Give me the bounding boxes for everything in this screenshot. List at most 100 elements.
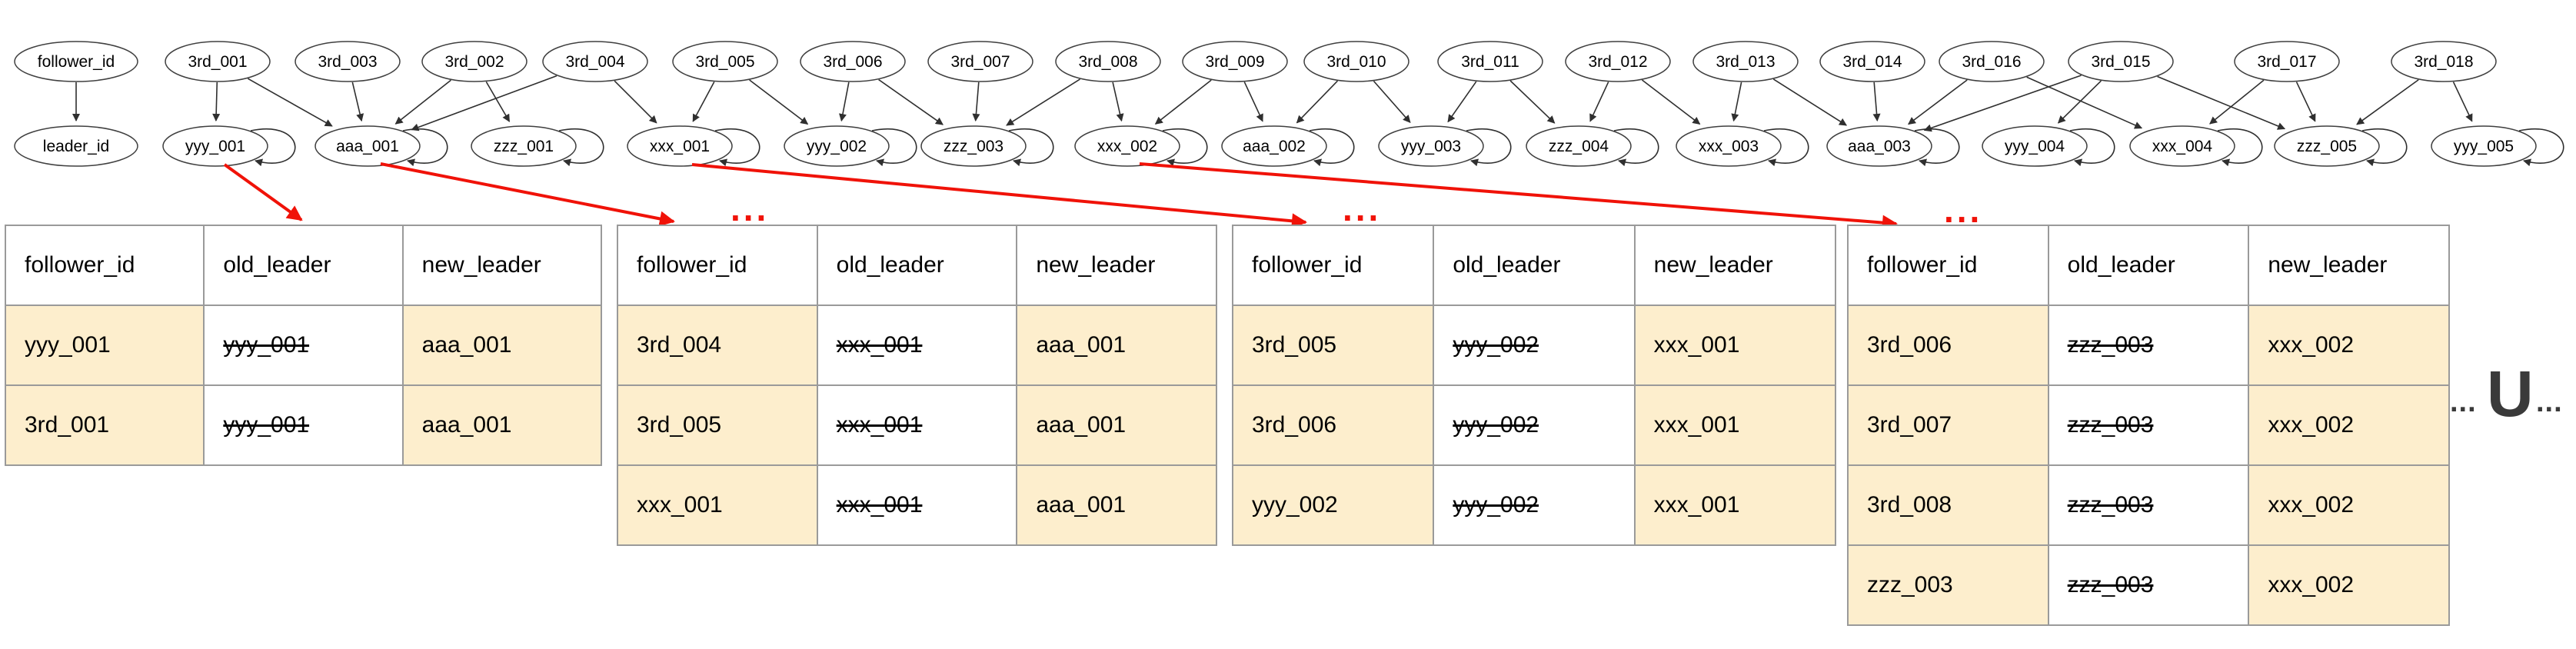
edge-3rd_014-to-aaa_003	[1872, 82, 1881, 122]
graph-node-yyy_002: yyy_002	[784, 125, 890, 167]
graph-node-xxx_001: xxx_001	[627, 125, 733, 167]
red-arrow-xxx_001-to-table-3	[691, 163, 1307, 229]
self-loop-yyy_002	[871, 128, 917, 167]
node-label: 3rd_008	[1078, 53, 1137, 71]
cell-old-leader: zzz_003	[2047, 384, 2250, 466]
self-loop-yyy_004	[2069, 128, 2115, 167]
node-label: follower_id	[38, 53, 115, 71]
graph-node-zzz_003: zzz_003	[920, 125, 1027, 167]
red-ellipsis-mark: ...	[731, 188, 770, 228]
col-header-new_leader: new_leader	[401, 225, 603, 306]
graph-node-yyy_003: yyy_003	[1378, 125, 1484, 167]
node-label: yyy_003	[1401, 138, 1461, 155]
node-label: xxx_003	[1699, 138, 1759, 155]
graph-node-yyy_001: yyy_001	[162, 125, 268, 167]
graph-node-xxx_004: xxx_004	[2129, 125, 2235, 167]
edge-3rd_010-to-yyy_003	[1373, 80, 1411, 123]
edge-3rd_010-to-aaa_002	[1296, 80, 1339, 124]
self-loop-zzz_004	[1613, 128, 1659, 167]
edge-3rd_001-to-aaa_001	[247, 78, 333, 127]
edge-3rd_018-to-yyy_005	[2452, 82, 2473, 122]
cell-new-leader: xxx_001	[1633, 384, 1837, 466]
graph-node-aaa_001: aaa_001	[315, 125, 421, 167]
cell-new-leader: xxx_002	[2248, 544, 2450, 626]
cell-new-leader: xxx_002	[2248, 464, 2450, 546]
table-row: 3rd_006 yyy_002 xxx_001	[1231, 384, 1837, 466]
red-arrow-aaa_001-to-table-2	[380, 162, 675, 227]
graph-node-3rd_008: 3rd_008	[1055, 41, 1161, 82]
red-ellipsis-mark: ...	[1944, 190, 1983, 230]
node-label: yyy_001	[185, 138, 245, 155]
struck-old-leader-value: xxx_001	[836, 412, 923, 438]
graph-node-3rd_007: 3rd_007	[927, 41, 1033, 82]
self-loop-aaa_001	[402, 128, 448, 167]
edge-3rd_005-to-xxx_001	[692, 82, 715, 122]
red-arrow-xxx_002-to-table-4	[1139, 162, 1898, 231]
node-label: yyy_004	[2005, 138, 2065, 155]
node-label: 3rd_018	[2414, 53, 2473, 71]
self-loop-yyy_005	[2518, 128, 2564, 167]
edge-3rd_004-to-xxx_001	[614, 80, 657, 124]
graph-node-3rd_012: 3rd_012	[1565, 41, 1671, 82]
cell-follower-id: yyy_002	[1231, 464, 1435, 546]
cell-old-leader: xxx_001	[816, 305, 1018, 386]
self-loop-xxx_003	[1763, 128, 1809, 167]
edge-3rd_013-to-xxx_003	[1731, 82, 1742, 122]
cell-old-leader: yyy_002	[1433, 384, 1636, 466]
node-label: zzz_001	[494, 138, 554, 155]
node-label: zzz_003	[944, 138, 1003, 155]
cell-follower-id: 3rd_006	[1847, 305, 2049, 386]
cell-follower-id: 3rd_006	[1231, 384, 1435, 466]
cell-new-leader: xxx_001	[1633, 464, 1837, 546]
node-label: 3rd_009	[1205, 53, 1264, 71]
edge-3rd_016-to-aaa_003	[1908, 79, 1968, 125]
red-arrow-yyy_001-to-table-1	[223, 163, 303, 221]
node-label: aaa_003	[1848, 138, 1911, 155]
graph-node-yyy_004: yyy_004	[1982, 125, 2088, 167]
self-loop-zzz_005	[2361, 128, 2408, 167]
node-label: zzz_005	[2297, 138, 2357, 155]
struck-old-leader-value: zzz_003	[2067, 572, 2154, 597]
cell-new-leader: aaa_001	[401, 384, 603, 466]
edge-3rd_018-to-zzz_005	[2356, 79, 2419, 125]
col-header-follower_id: follower_id	[617, 225, 818, 306]
graph-node-3rd_017: 3rd_017	[2234, 41, 2340, 82]
struck-old-leader-value: yyy_001	[223, 332, 310, 358]
col-header-old_leader: old_leader	[1433, 225, 1636, 306]
self-loop-yyy_003	[1466, 128, 1512, 167]
graph-node-zzz_005: zzz_005	[2274, 125, 2380, 167]
edge-3rd_006-to-yyy_002	[839, 82, 850, 122]
cell-follower-id: xxx_001	[617, 464, 818, 546]
cell-new-leader: aaa_001	[1016, 305, 1217, 386]
node-label: aaa_002	[1243, 138, 1306, 155]
struck-old-leader-value: yyy_002	[1453, 412, 1539, 438]
col-header-new_leader: new_leader	[1016, 225, 1217, 306]
graph-node-zzz_001: zzz_001	[471, 125, 577, 167]
struck-old-leader-value: xxx_001	[836, 492, 923, 518]
graph-node-3rd_013: 3rd_013	[1692, 41, 1799, 82]
red-arrows	[223, 162, 1898, 231]
graph-node-3rd_003: 3rd_003	[295, 41, 401, 82]
graph-node-3rd_018: 3rd_018	[2391, 41, 2497, 82]
graph-node-aaa_002: aaa_002	[1221, 125, 1327, 167]
node-label: 3rd_004	[565, 53, 624, 71]
col-header-new_leader: new_leader	[1633, 225, 1837, 306]
node-label: 3rd_014	[1842, 53, 1902, 71]
cell-old-leader: zzz_003	[2047, 464, 2250, 546]
struck-old-leader-value: xxx_001	[836, 332, 923, 358]
union-expression: ... U ...	[2450, 338, 2576, 461]
cell-new-leader: xxx_002	[2248, 384, 2450, 466]
cell-old-leader: xxx_001	[816, 384, 1018, 466]
edge-3rd_005-to-yyy_002	[749, 79, 809, 125]
col-header-old_leader: old_leader	[2047, 225, 2250, 306]
node-label: 3rd_002	[444, 53, 504, 71]
edge-3rd_002-to-zzz_001	[485, 81, 511, 122]
graph-node-xxx_003: xxx_003	[1676, 125, 1782, 167]
